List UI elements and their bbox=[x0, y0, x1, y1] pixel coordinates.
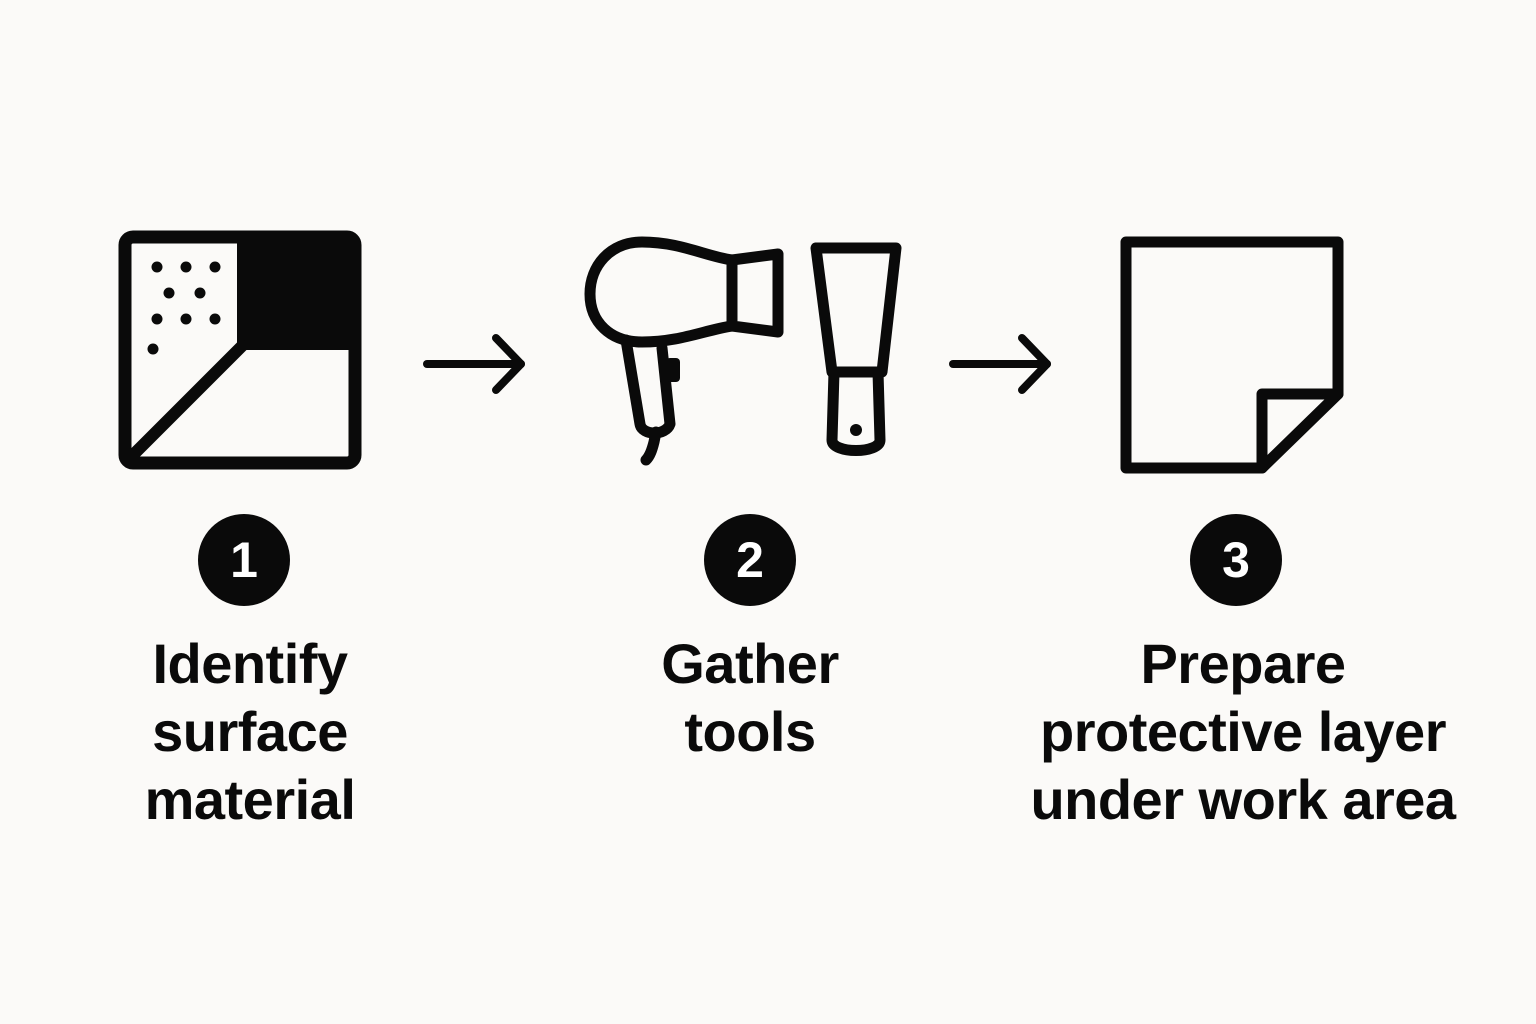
scraper-icon bbox=[806, 240, 906, 460]
step-number-badge: 3 bbox=[1190, 514, 1282, 606]
step-label-line: Identify bbox=[152, 632, 348, 695]
hair-dryer-icon bbox=[580, 230, 790, 470]
step-label-line: Gather bbox=[661, 632, 839, 695]
step-number-badge: 1 bbox=[198, 514, 290, 606]
step-label: Prepare protective layer under work area bbox=[1000, 630, 1486, 834]
surface-material-icon bbox=[118, 230, 362, 470]
step-label-line: under work area bbox=[1030, 768, 1456, 831]
arrow-right-icon bbox=[420, 332, 530, 396]
step-label-line: surface bbox=[152, 700, 348, 763]
step-label: Identify surface material bbox=[100, 630, 400, 834]
step-label: Gather tools bbox=[600, 630, 900, 766]
step-label-line: protective layer bbox=[1040, 700, 1446, 763]
step-label-line: material bbox=[144, 768, 356, 831]
step-label-line: Prepare bbox=[1140, 632, 1346, 695]
arrow-right-icon bbox=[946, 332, 1056, 396]
folded-sheet-icon bbox=[1112, 230, 1352, 475]
step-number-badge: 2 bbox=[704, 514, 796, 606]
step-label-line: tools bbox=[684, 700, 816, 763]
